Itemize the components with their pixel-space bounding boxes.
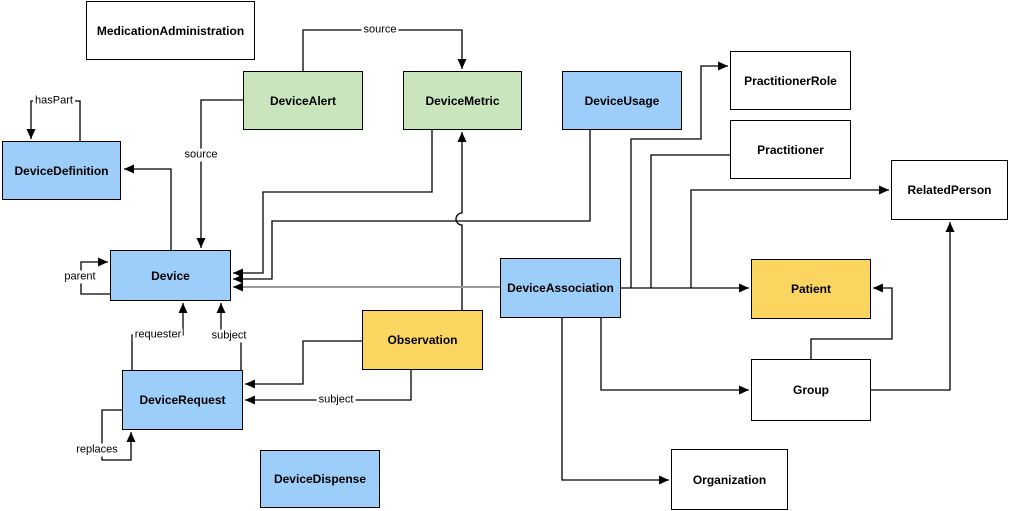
node-label-device-alert: DeviceAlert: [269, 93, 337, 108]
node-medication-administration[interactable]: MedicationAdministration: [86, 1, 255, 60]
node-label-related-person: RelatedPerson: [907, 183, 992, 197]
node-practitioner-role[interactable]: PractitionerRole: [730, 51, 851, 110]
edge-label-devicerequest-to-device-subject: subject: [209, 329, 249, 343]
node-label-device-definition: DeviceDefinition: [14, 163, 109, 178]
edge-deviceassociation-to-relatedperson: [690, 185, 889, 288]
node-device-alert[interactable]: DeviceAlert: [243, 71, 363, 130]
node-device-usage[interactable]: DeviceUsage: [562, 71, 682, 130]
edge-group-to-patient: [810, 283, 893, 359]
node-observation[interactable]: Observation: [362, 310, 483, 370]
node-organization[interactable]: Organization: [671, 449, 788, 510]
node-label-device-dispense: DeviceDispense: [273, 472, 367, 486]
edge-deviceassociation-to-practitionerrole: [630, 61, 728, 288]
node-device-metric[interactable]: DeviceMetric: [403, 71, 522, 130]
node-label-device-association: DeviceAssociation: [507, 281, 614, 295]
node-device[interactable]: Device: [110, 250, 231, 301]
edge-label-devicealert-to-device-source: source: [182, 148, 220, 162]
node-label-device-request: DeviceRequest: [139, 393, 226, 407]
edge-group-to-relatedperson: [871, 222, 955, 391]
node-patient[interactable]: Patient: [751, 259, 871, 319]
edge-label-observation-to-devicerequest-subject: subject: [316, 393, 356, 407]
edge-devicealert-to-device-source: [196, 99, 243, 248]
node-label-practitioner: Practitioner: [757, 142, 824, 157]
edge-label-devicerequest-replaces-self: replaces: [74, 443, 120, 457]
node-label-group: Group: [793, 383, 829, 397]
node-label-device: Device: [151, 268, 190, 283]
node-practitioner[interactable]: Practitioner: [730, 120, 851, 179]
node-group[interactable]: Group: [751, 359, 871, 421]
edge-deviceassociation-to-practitioner: [650, 154, 730, 288]
node-label-medication-administration: MedicationAdministration: [96, 23, 245, 38]
node-label-practitioner-role: PractitionerRole: [744, 73, 837, 88]
edge-observation-to-devicemetric: [455, 132, 467, 310]
node-device-request[interactable]: DeviceRequest: [122, 370, 243, 430]
node-device-dispense[interactable]: DeviceDispense: [260, 450, 380, 508]
node-label-observation: Observation: [387, 333, 458, 347]
node-label-device-metric: DeviceMetric: [425, 93, 500, 108]
node-label-device-usage: DeviceUsage: [584, 93, 660, 108]
edge-label-devicedefinition-haspart-self: hasPart: [33, 94, 75, 108]
edge-device-to-devicedefinition: [124, 164, 172, 250]
edge-label-device-parent-self: parent: [62, 270, 98, 284]
node-related-person[interactable]: RelatedPerson: [891, 160, 1008, 220]
edge-deviceusage-to-device: [233, 130, 591, 284]
edge-deviceassociation-to-group: [600, 318, 749, 395]
edge-label-devicealert-to-devicemetric-source: source: [361, 23, 399, 37]
edge-deviceassociation-to-organization: [561, 318, 669, 485]
node-device-association[interactable]: DeviceAssociation: [500, 258, 621, 318]
node-label-organization: Organization: [692, 472, 767, 487]
node-label-patient: Patient: [790, 282, 831, 296]
node-device-definition[interactable]: DeviceDefinition: [2, 141, 121, 200]
edge-observation-to-devicerequest-subject: [245, 370, 412, 405]
edge-observation-to-devicerequest: [245, 340, 362, 389]
edge-devicerequest-replaces-self: [101, 409, 136, 461]
edge-devicemetric-to-device: [233, 130, 433, 278]
edge-label-devicerequest-to-device-requester: requester: [132, 328, 184, 342]
